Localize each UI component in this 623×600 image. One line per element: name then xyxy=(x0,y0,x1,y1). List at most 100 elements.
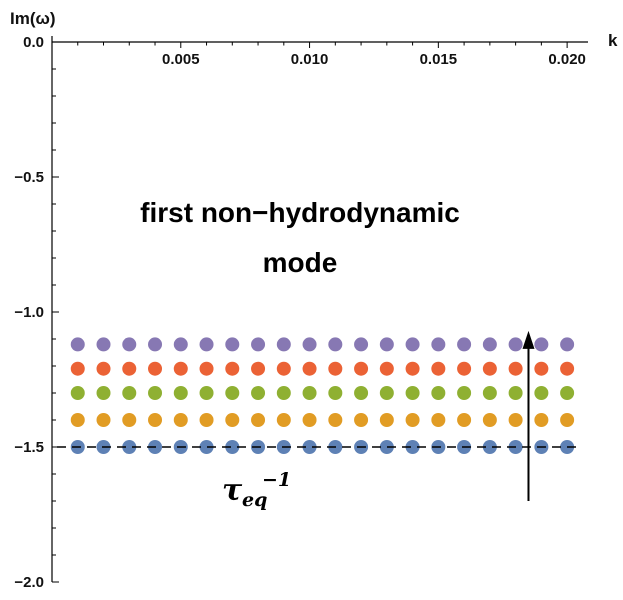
data-point xyxy=(534,386,549,400)
series-layer xyxy=(70,337,575,454)
y-ticks: 0.0 −0.5 −1.0 −1.5 −2.0 xyxy=(14,34,59,591)
data-point xyxy=(199,361,214,376)
data-point xyxy=(560,386,575,400)
data-point xyxy=(70,386,85,400)
data-point xyxy=(379,386,394,400)
data-point xyxy=(354,413,369,427)
data-point xyxy=(276,361,291,376)
data-point xyxy=(482,337,497,352)
x-tick-label: 0.010 xyxy=(291,51,329,68)
data-point xyxy=(482,361,497,376)
data-point xyxy=(276,413,291,427)
data-point xyxy=(431,386,446,400)
data-point xyxy=(405,361,420,376)
data-point xyxy=(379,361,394,376)
data-point xyxy=(251,361,266,376)
x-tick-label: 0.015 xyxy=(420,51,458,68)
series xyxy=(70,413,575,427)
data-point xyxy=(560,361,575,376)
data-point xyxy=(328,413,343,427)
data-point xyxy=(225,440,240,454)
data-point xyxy=(302,361,317,376)
series xyxy=(70,337,575,352)
data-point xyxy=(122,413,137,427)
data-point xyxy=(173,361,188,376)
data-point xyxy=(302,337,317,352)
data-point xyxy=(173,386,188,400)
data-point xyxy=(482,386,497,400)
arrow-head xyxy=(522,330,535,349)
data-point xyxy=(328,361,343,376)
data-point xyxy=(534,413,549,427)
data-point xyxy=(225,337,240,352)
data-point xyxy=(379,413,394,427)
data-point xyxy=(482,440,497,454)
data-point xyxy=(122,386,137,400)
data-point xyxy=(96,413,111,427)
y-tick-label: 0.0 xyxy=(23,34,44,51)
data-point xyxy=(431,413,446,427)
data-point xyxy=(225,413,240,427)
data-point xyxy=(251,337,266,352)
data-point xyxy=(560,413,575,427)
data-point xyxy=(276,386,291,400)
data-point xyxy=(225,386,240,400)
data-point xyxy=(148,337,163,352)
data-point xyxy=(302,440,317,454)
tau-superscript: −1 xyxy=(262,469,291,491)
data-point xyxy=(302,386,317,400)
series xyxy=(70,361,575,376)
axes xyxy=(51,36,588,582)
data-point xyxy=(148,386,163,400)
data-point xyxy=(405,440,420,454)
y-tick-label: −0.5 xyxy=(14,169,44,186)
data-point xyxy=(379,337,394,352)
data-point xyxy=(560,337,575,352)
data-point xyxy=(96,386,111,400)
series xyxy=(70,386,575,400)
data-point xyxy=(508,337,523,352)
data-point xyxy=(457,337,472,352)
data-point xyxy=(354,361,369,376)
data-point xyxy=(508,361,523,376)
data-point xyxy=(148,413,163,427)
data-point xyxy=(302,413,317,427)
data-point xyxy=(199,440,214,454)
data-point xyxy=(148,361,163,376)
data-point xyxy=(328,386,343,400)
mode-annotation-line1: first non−hydrodynamic xyxy=(140,197,460,228)
data-point xyxy=(405,337,420,352)
data-point xyxy=(251,386,266,400)
data-point xyxy=(251,413,266,427)
data-point xyxy=(70,361,85,376)
data-point xyxy=(199,337,214,352)
data-point xyxy=(431,337,446,352)
data-point xyxy=(379,440,394,454)
data-point xyxy=(199,413,214,427)
data-point xyxy=(508,413,523,427)
x-tick-label: 0.005 xyxy=(162,51,200,68)
tau-subscript: eq xyxy=(242,489,267,511)
y-tick-label: −1.5 xyxy=(14,439,44,456)
data-point xyxy=(482,413,497,427)
data-point xyxy=(457,413,472,427)
data-point xyxy=(276,337,291,352)
y-axis-label: Im(ω) xyxy=(10,9,56,28)
data-point xyxy=(70,337,85,352)
data-point xyxy=(70,413,85,427)
mode-annotation-line2: mode xyxy=(263,247,338,278)
data-point xyxy=(96,361,111,376)
data-point xyxy=(354,386,369,400)
data-point xyxy=(122,440,137,454)
y-tick-label: −1.0 xyxy=(14,304,44,321)
data-point xyxy=(534,361,549,376)
arrow xyxy=(522,330,535,501)
data-point xyxy=(405,386,420,400)
y-tick-label: −2.0 xyxy=(14,574,44,591)
data-point xyxy=(534,337,549,352)
data-point xyxy=(122,337,137,352)
data-point xyxy=(431,361,446,376)
data-point xyxy=(225,361,240,376)
